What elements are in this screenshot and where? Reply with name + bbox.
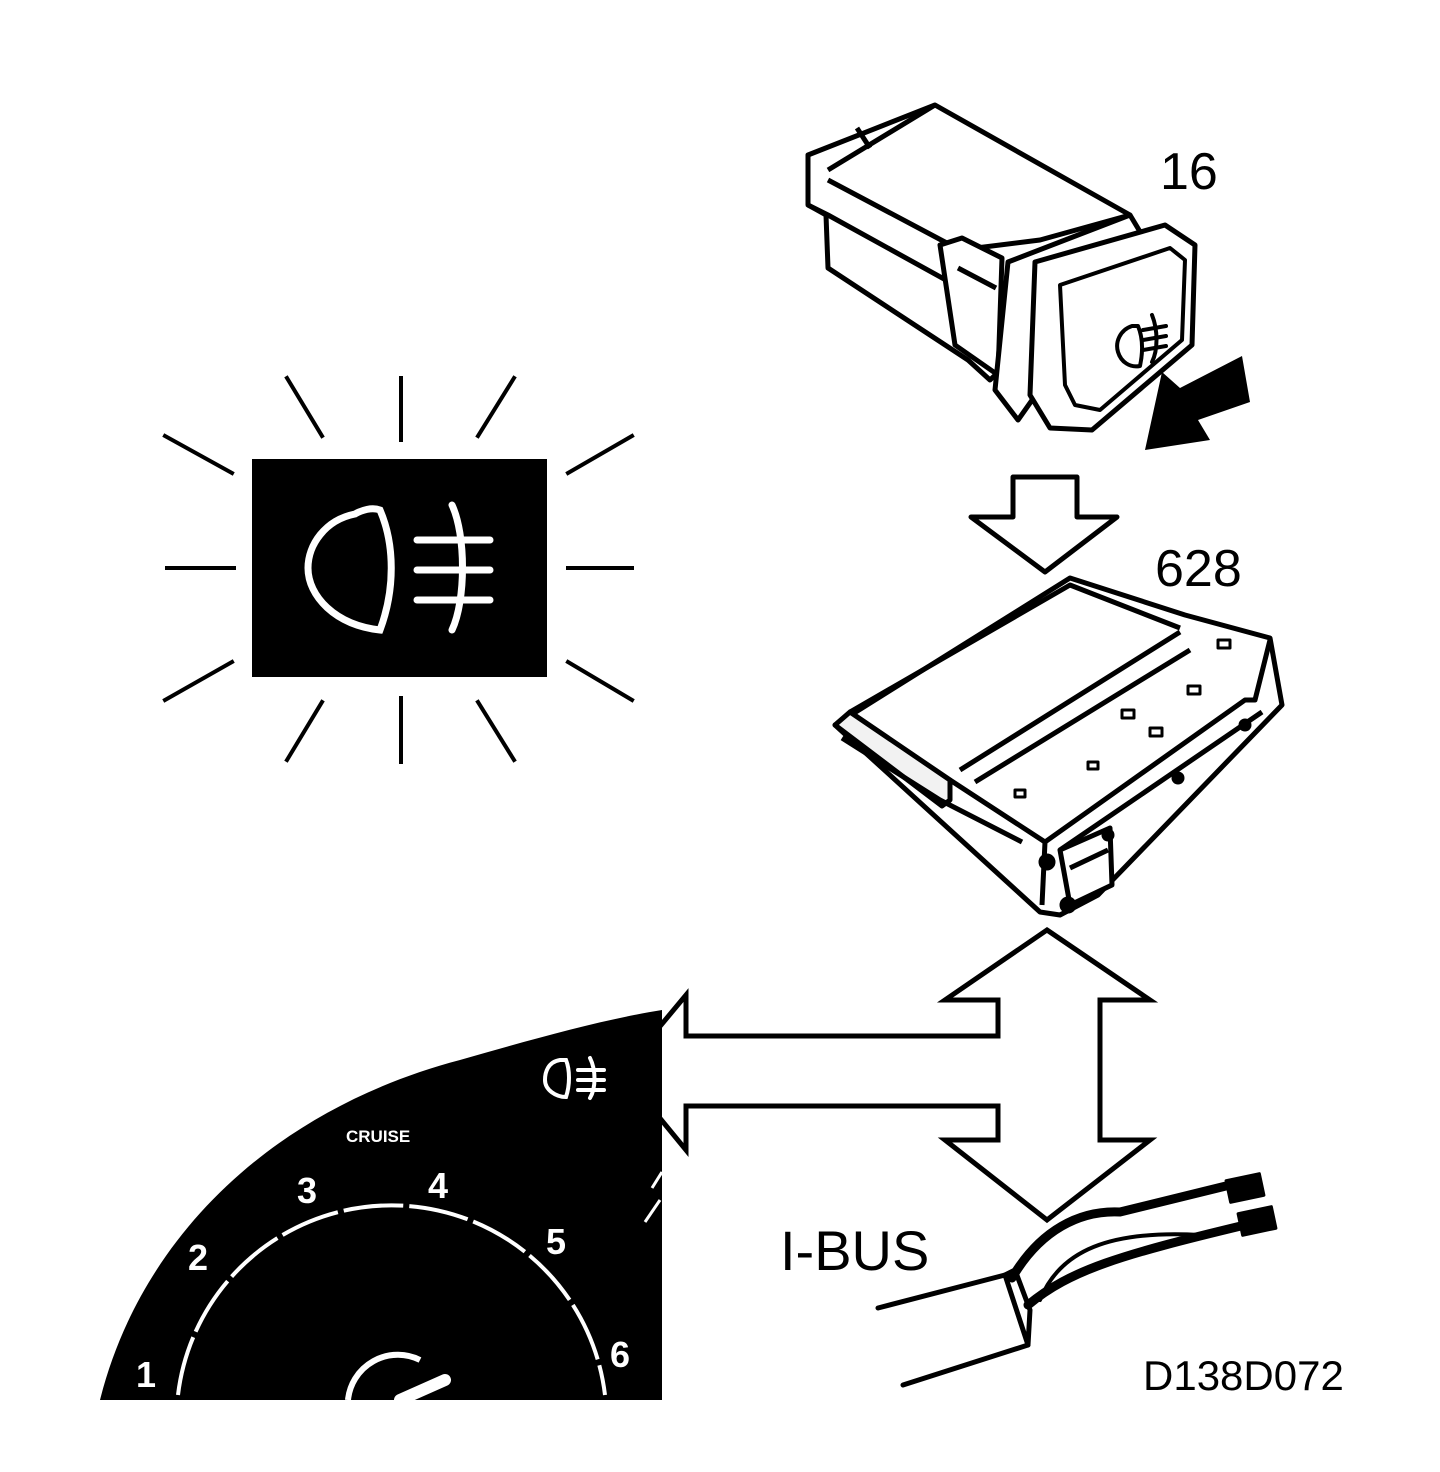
warning-lamp-panel (162, 375, 635, 764)
i-bus-cable (875, 1172, 1278, 1388)
warning-lamp-box (252, 459, 547, 677)
switch-fog-light-icon (1115, 313, 1168, 369)
cluster-fog-light-icon (542, 1056, 606, 1100)
press-arrow (1145, 356, 1250, 450)
rear-fog-light-icon (304, 501, 494, 634)
down-arrow (968, 474, 1120, 575)
gauge-tick-label: 5 (546, 1221, 566, 1262)
gauge-tick-label: 2 (188, 1237, 208, 1278)
gauge-tick-label: 1 (136, 1354, 156, 1395)
switch-number: 16 (1160, 143, 1218, 201)
figure-code: D138D072 (1143, 1352, 1344, 1399)
data-flow-arrow (618, 926, 1159, 1224)
cruise-indicator: CRUISE (346, 1127, 410, 1146)
fog-light-switch (805, 102, 1198, 433)
i-bus-label: I-BUS (780, 1219, 929, 1282)
glow-rays (162, 375, 635, 764)
gauge-tick-label: 4 (428, 1165, 448, 1206)
control-module (832, 575, 1285, 918)
module-number: 628 (1155, 540, 1242, 598)
instrument-cluster: CRUISE 1 2 3 4 5 6 (100, 1010, 664, 1406)
gauge-tick-label: 3 (297, 1170, 317, 1211)
gauge-tick-label: 6 (610, 1334, 630, 1375)
